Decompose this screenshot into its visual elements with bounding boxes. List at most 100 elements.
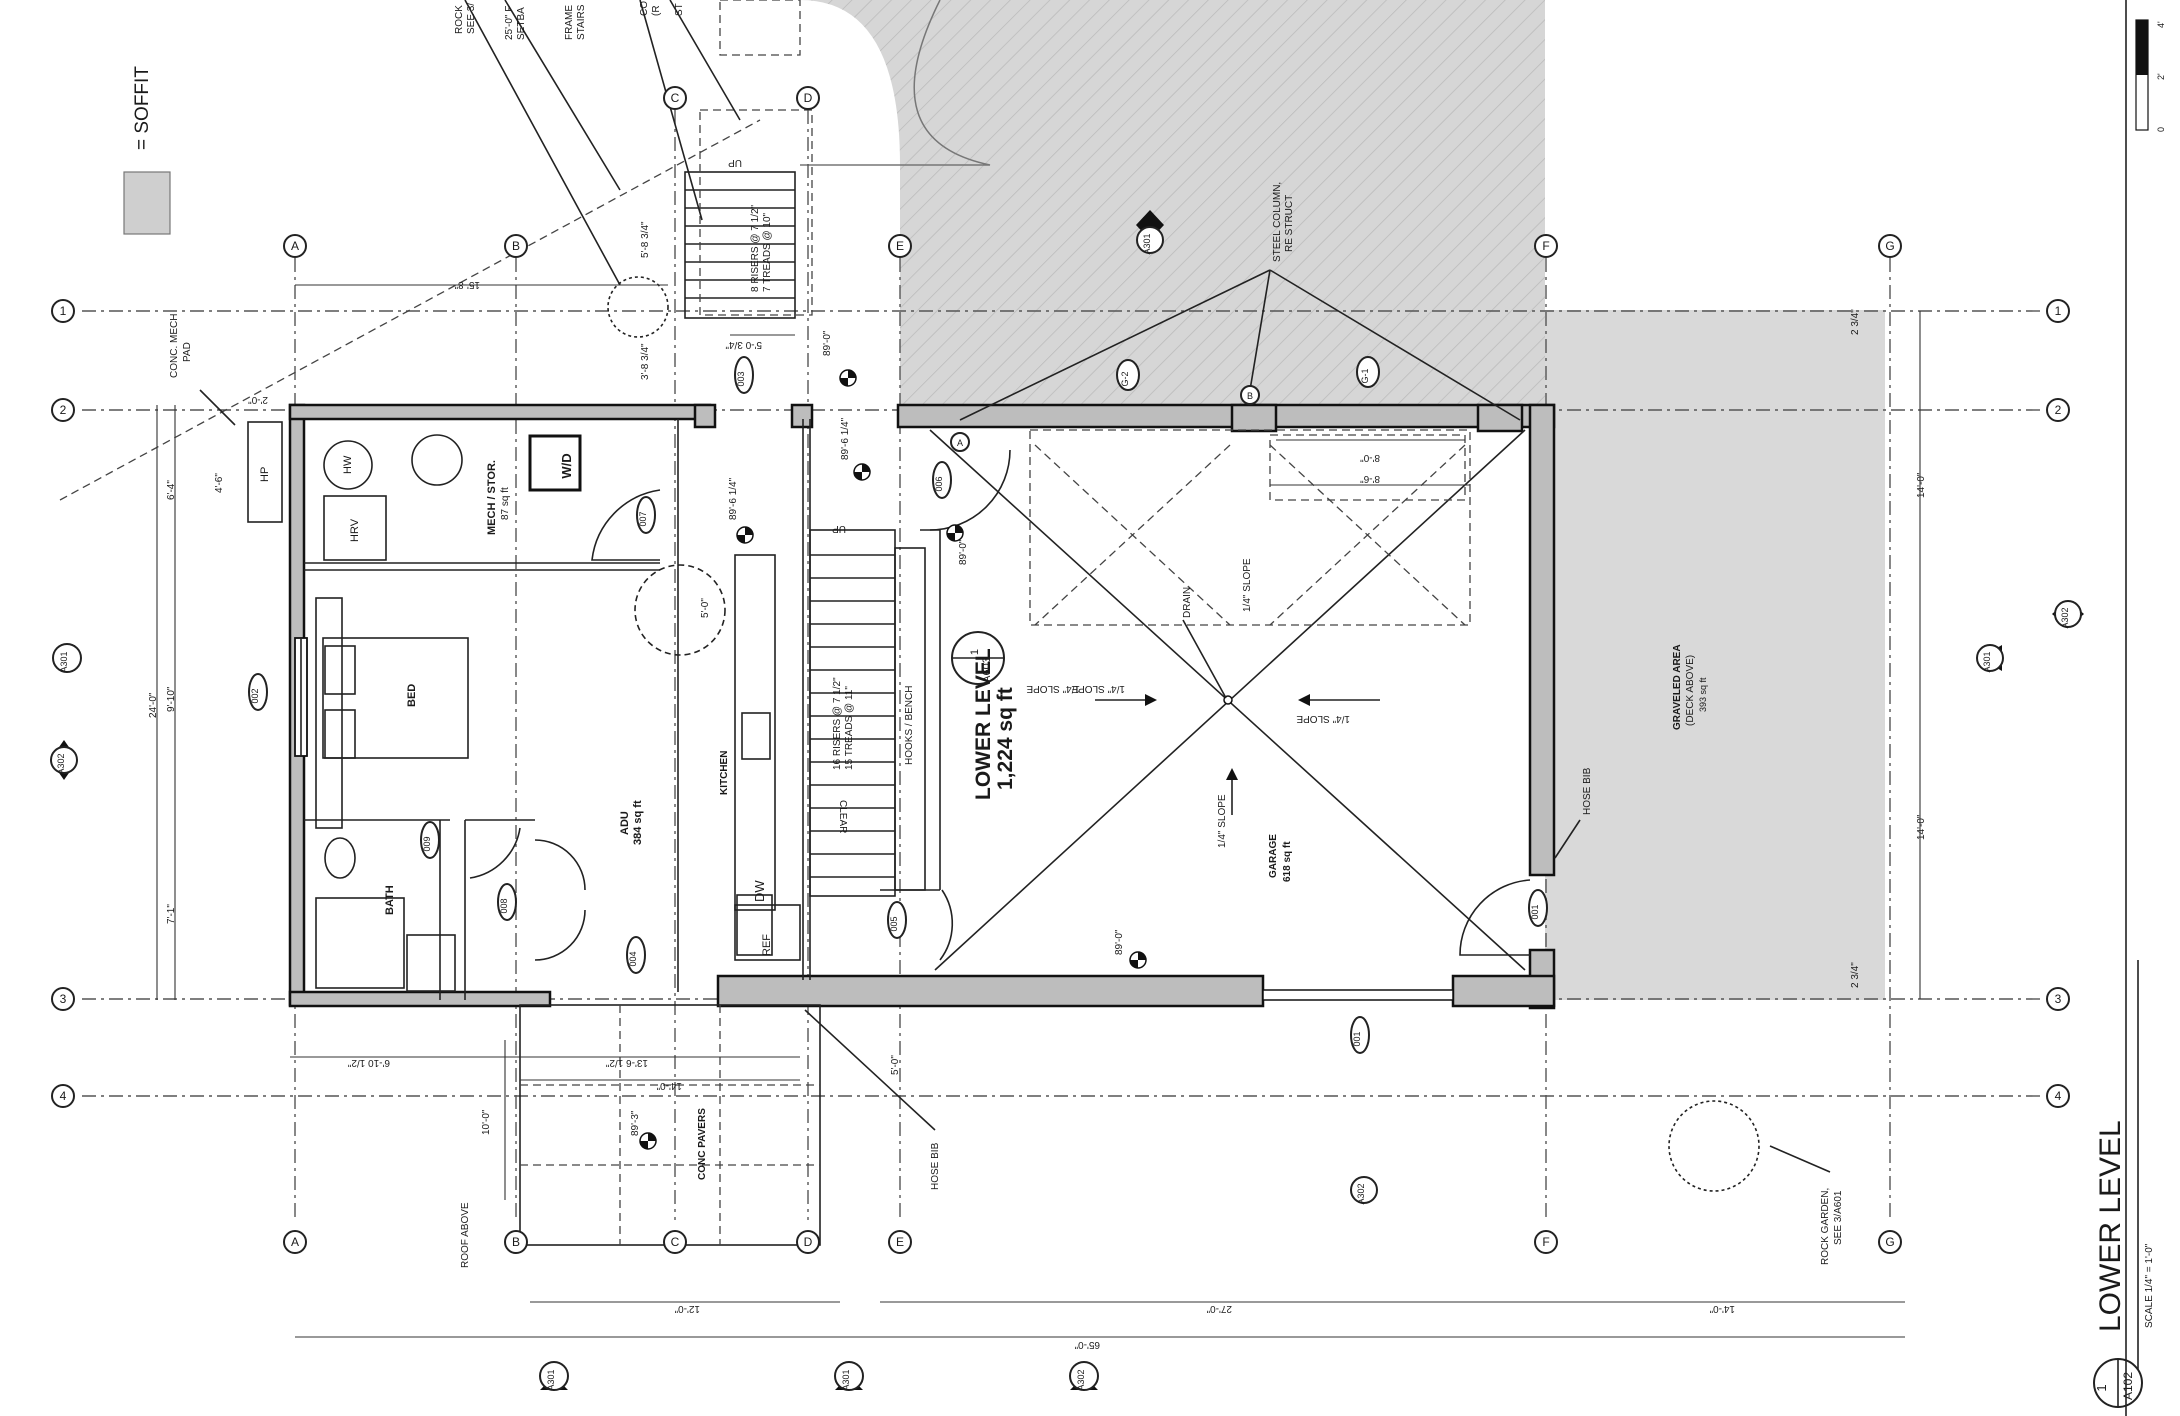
section-marker-a603: 1 A603 (951, 631, 1005, 685)
dim-9-10: 9'-10" (166, 686, 177, 712)
svg-text:009: 009 (422, 836, 432, 851)
dim-2-0: 2'-0" (248, 394, 268, 405)
fixtures (247, 276, 1760, 1192)
note-re-struct: RE STRUCT (1284, 195, 1295, 252)
svg-text:2: 2 (2055, 403, 2062, 417)
note-stair-top-1: 8 RISERS @ 7 1/2" (750, 204, 761, 292)
svg-text:A302: A302 (1076, 1369, 1086, 1390)
soffit-swatch (123, 171, 171, 235)
note-top-3: 25'-0" F (504, 6, 515, 40)
svg-text:A301: A301 (1982, 651, 1992, 672)
room-area-adu: 384 sq ft (632, 800, 644, 845)
svg-text:005: 005 (889, 916, 899, 931)
grid-bubble-e-top: E (888, 234, 912, 258)
garage-walls (693, 403, 1556, 1010)
svg-text:A: A (957, 438, 963, 448)
room-name-garage: GARAGE (1268, 834, 1279, 878)
door-tag-007: 007 (636, 496, 656, 534)
svg-text:003: 003 (736, 371, 746, 386)
note-roof-above: ROOF ABOVE (460, 1202, 471, 1268)
dim-24-0: 24'-0" (148, 692, 159, 718)
svg-text:A302: A302 (1356, 1183, 1366, 1204)
door-tag-001-garage: 001 (1528, 889, 1548, 927)
note-hose-bib-1: HOSE BIB (1582, 767, 1593, 815)
door-tag-008: 008 (497, 883, 517, 921)
grid-bubble-c-top: C (663, 86, 687, 110)
note-top-8: (R (651, 5, 662, 16)
door-tag-010: 001 (1350, 1016, 1370, 1054)
ref-marker-a301-bottom-2: A301 (834, 1361, 864, 1391)
ref-marker-a302-bottom-2: A302 (1069, 1361, 1099, 1391)
svg-text:0: 0 (2156, 127, 2166, 132)
wall-type-tag-a: A (950, 432, 970, 452)
grid-bubble-b-bottom: B (504, 1230, 528, 1254)
note-steel-column: STEEL COLUMN, (1272, 182, 1283, 262)
note-conc-mech-pad-2: PAD (182, 342, 193, 362)
dim-27-0: 27'-0" (1206, 1303, 1232, 1314)
room-name-mech: MECH / STOR. (486, 460, 498, 535)
room-name-pavers: CONC PAVERS (697, 1108, 708, 1180)
conc-pavers (519, 1004, 821, 1246)
ref-marker-a301-top: A301 (1136, 210, 1164, 255)
note-top-7: CO (639, 1, 650, 16)
door-tag-005: 005 (887, 901, 907, 939)
grid-bubble-2-right: 2 (2046, 398, 2070, 422)
svg-text:C: C (671, 91, 680, 105)
elevation-label-4: 89'-6 1/4" (840, 417, 851, 460)
note-top-5: FRAME (564, 5, 575, 40)
grid-bubble-e-bottom: E (888, 1230, 912, 1254)
note-slope-2: 1/4" SLOPE (1296, 713, 1350, 724)
svg-text:A301: A301 (841, 1369, 851, 1390)
dim-6-4: 6'-4" (166, 480, 177, 500)
dim-5-0: 5'-0" (890, 1055, 901, 1075)
svg-text:G-2: G-2 (1120, 371, 1130, 386)
driveway-curve (800, 0, 991, 166)
note-slope-3: 1/4" SLOPE (1217, 794, 1228, 848)
door-tag-009: 009 (420, 821, 440, 859)
elevation-label-5: 89'-0" (1114, 929, 1125, 955)
note-stair-top-2: 7 TREADS @ 10" (762, 212, 773, 292)
ref-marker-a301-left: A301 (52, 643, 82, 673)
svg-text:G-1: G-1 (1360, 368, 1370, 383)
svg-text:3: 3 (60, 992, 67, 1006)
graveled-area-shade (1545, 310, 1885, 1000)
grid-bubble-a-bottom: A (283, 1230, 307, 1254)
fixture-ref: REF (761, 934, 773, 956)
note-rock-garden-1: ROCK GARDEN, (1820, 1188, 1831, 1265)
svg-text:B: B (1247, 391, 1253, 401)
dim-7-1: 7'-1" (166, 904, 177, 924)
dim-8-0: 8'-0" (1360, 452, 1380, 463)
fixture-dw: DW (752, 880, 767, 902)
svg-text:1: 1 (60, 304, 67, 318)
legend-soffit-label: = SOFFIT (132, 66, 153, 150)
grid-bubble-1-left: 1 (51, 299, 75, 323)
grid-bubble-d-bottom: D (796, 1230, 820, 1254)
note-top-6: STAIRS (576, 4, 587, 40)
svg-text:1: 1 (969, 649, 981, 655)
svg-text:A302: A302 (56, 753, 66, 774)
svg-text:F: F (1542, 1235, 1549, 1249)
note-clear: CLEAR (837, 800, 848, 833)
note-top-4: SETBA (516, 7, 527, 40)
svg-text:1: 1 (2055, 304, 2062, 318)
room-name-kitchen: KITCHEN (719, 751, 730, 795)
grid-bubble-1-right: 1 (2046, 299, 2070, 323)
svg-text:4': 4' (2156, 21, 2166, 28)
slope-arrows (1095, 694, 1380, 815)
note-rock-garden-2: SEE 3/A601 (1833, 1190, 1844, 1245)
room-name-adu: ADU (619, 811, 631, 835)
dim-4-6: 4'-6" (214, 473, 225, 493)
dim-6-10: 6'-10 1/2" (347, 1057, 390, 1068)
dim-2-34-a: 2 3/4" (1850, 309, 1861, 335)
grid-tag-g1: G-1 (1356, 356, 1380, 388)
dim-14-b: 14'-0" (1916, 814, 1927, 840)
room-name-graveled: GRAVELED AREA (1672, 644, 1683, 730)
room-area-lower-level: 1,224 sq ft (994, 687, 1017, 790)
svg-text:D: D (804, 91, 813, 105)
door-tag-006: 006 (932, 461, 952, 499)
grid-bubble-f-bottom: F (1534, 1230, 1558, 1254)
note-top-1: ROCK (454, 5, 465, 34)
note-up-exterior: UP (728, 157, 742, 168)
svg-text:004: 004 (628, 951, 638, 966)
